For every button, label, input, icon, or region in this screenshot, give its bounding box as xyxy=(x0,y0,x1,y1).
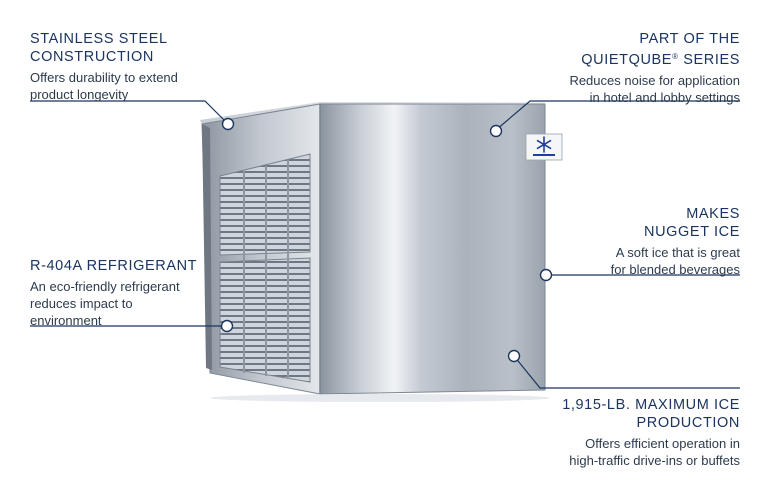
callout-description: An eco-friendly refrigerant reduces impa… xyxy=(30,279,180,328)
dot-stainless xyxy=(221,117,235,131)
dot-nugget xyxy=(539,268,553,282)
snowflake-logo-icon xyxy=(536,136,552,153)
leader-stainless xyxy=(30,100,229,125)
callout-description: Offers durability to extend product long… xyxy=(30,70,178,102)
callout-title: R-404A REFRIGERANT xyxy=(30,258,198,274)
louvered-vent xyxy=(219,153,311,383)
leader-production xyxy=(513,355,740,389)
dot-production xyxy=(507,349,521,363)
manufacturer-badge xyxy=(525,133,563,161)
callout-title: MAKES NUGGET ICE xyxy=(644,206,740,240)
callout-dots xyxy=(220,117,553,363)
callout-ice-production: 1,915-LB. MAXIMUM ICE PRODUCTION Offers … xyxy=(562,396,740,469)
callout-title: STAINLESS STEEL CONSTRUCTION xyxy=(30,31,168,65)
callout-refrigerant: R-404A REFRIGERANT An eco-friendly refri… xyxy=(30,257,197,329)
callout-title: 1,915-LB. MAXIMUM ICE PRODUCTION xyxy=(562,397,740,431)
leader-lines xyxy=(30,100,740,389)
callout-description: Reduces noise for application in hotel a… xyxy=(569,73,740,105)
machine-top xyxy=(200,102,545,124)
callout-nugget-ice: MAKES NUGGET ICE A soft ice that is grea… xyxy=(611,205,740,278)
leader-quietqube xyxy=(495,100,740,131)
callout-stainless-steel: STAINLESS STEEL CONSTRUCTION Offers dura… xyxy=(30,30,178,103)
dot-refrigerant xyxy=(220,319,234,333)
dot-quietqube xyxy=(489,124,503,138)
callout-description: Offers efficient operation in high-traff… xyxy=(569,436,740,468)
callout-description: A soft ice that is great for blended bev… xyxy=(610,245,740,277)
ice-machine xyxy=(200,102,563,402)
